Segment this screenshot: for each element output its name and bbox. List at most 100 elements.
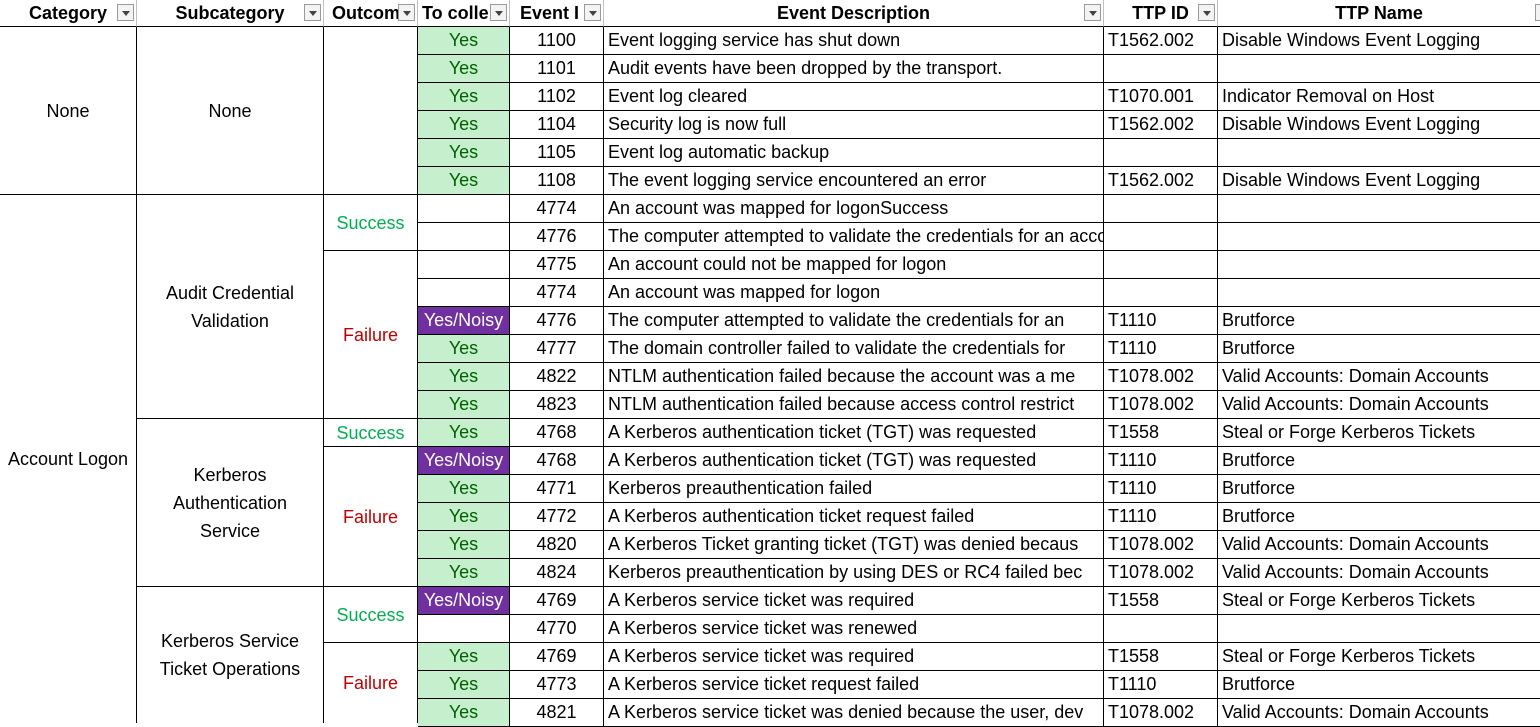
- filter-dropdown-icon[interactable]: [398, 4, 415, 21]
- header-subcategory[interactable]: Subcategory: [137, 0, 324, 27]
- ttp-id-cell[interactable]: [1104, 223, 1218, 251]
- event-id-cell[interactable]: 4777: [510, 335, 604, 363]
- to-collect-cell[interactable]: Yes: [418, 559, 510, 587]
- event-id-cell[interactable]: 4768: [510, 447, 604, 475]
- event-id-cell[interactable]: 4824: [510, 559, 604, 587]
- ttp-name-cell[interactable]: Indicator Removal on Host: [1218, 83, 1540, 111]
- event-description-cell[interactable]: A Kerberos authentication ticket (TGT) w…: [604, 447, 1104, 475]
- event-id-cell[interactable]: 1101: [510, 55, 604, 83]
- to-collect-cell[interactable]: Yes: [418, 643, 510, 671]
- event-description-cell[interactable]: A Kerberos Ticket granting ticket (TGT) …: [604, 531, 1104, 559]
- outcome-cell-success[interactable]: Success: [324, 195, 418, 251]
- to-collect-cell[interactable]: Yes: [418, 531, 510, 559]
- to-collect-cell[interactable]: [418, 615, 510, 643]
- event-description-cell[interactable]: A Kerberos service ticket was required: [604, 643, 1104, 671]
- ttp-id-cell[interactable]: T1562.002: [1104, 167, 1218, 195]
- category-cell[interactable]: None: [0, 27, 137, 195]
- ttp-name-cell[interactable]: Valid Accounts: Domain Accounts: [1218, 559, 1540, 587]
- event-id-cell[interactable]: 1108: [510, 167, 604, 195]
- ttp-id-cell[interactable]: T1110: [1104, 475, 1218, 503]
- event-description-cell[interactable]: Event log cleared: [604, 83, 1104, 111]
- event-description-cell[interactable]: The computer attempted to validate the c…: [604, 307, 1104, 335]
- ttp-id-cell[interactable]: T1078.002: [1104, 531, 1218, 559]
- to-collect-cell[interactable]: Yes: [418, 671, 510, 699]
- to-collect-cell[interactable]: Yes: [418, 167, 510, 195]
- ttp-id-cell[interactable]: T1110: [1104, 447, 1218, 475]
- header-event-description[interactable]: Event Description: [604, 0, 1104, 27]
- event-description-cell[interactable]: A Kerberos service ticket was renewed: [604, 615, 1104, 643]
- outcome-cell-success[interactable]: Success: [324, 587, 418, 643]
- ttp-name-cell[interactable]: [1218, 615, 1540, 643]
- to-collect-cell[interactable]: [418, 251, 510, 279]
- to-collect-cell[interactable]: Yes: [418, 419, 510, 447]
- event-id-cell[interactable]: 4776: [510, 307, 604, 335]
- ttp-name-cell[interactable]: [1218, 251, 1540, 279]
- category-cell[interactable]: Account Logon: [0, 195, 137, 723]
- subcategory-cell[interactable]: None: [137, 27, 324, 195]
- ttp-id-cell[interactable]: T1558: [1104, 643, 1218, 671]
- filter-dropdown-icon[interactable]: [117, 4, 134, 21]
- outcome-cell-failure[interactable]: Failure: [324, 643, 418, 723]
- event-description-cell[interactable]: NTLM authentication failed because the a…: [604, 363, 1104, 391]
- ttp-name-cell[interactable]: [1218, 55, 1540, 83]
- ttp-id-cell[interactable]: [1104, 139, 1218, 167]
- ttp-name-cell[interactable]: Brutforce: [1218, 307, 1540, 335]
- event-id-cell[interactable]: 1100: [510, 27, 604, 55]
- header-ttp-id[interactable]: TTP ID: [1104, 0, 1218, 27]
- to-collect-cell[interactable]: [418, 195, 510, 223]
- event-id-cell[interactable]: 1105: [510, 139, 604, 167]
- event-description-cell[interactable]: Audit events have been dropped by the tr…: [604, 55, 1104, 83]
- event-id-cell[interactable]: 4775: [510, 251, 604, 279]
- ttp-name-cell[interactable]: Brutforce: [1218, 335, 1540, 363]
- to-collect-cell[interactable]: Yes: [418, 83, 510, 111]
- outcome-cell-failure[interactable]: Failure: [324, 447, 418, 587]
- event-description-cell[interactable]: An account could not be mapped for logon: [604, 251, 1104, 279]
- event-id-cell[interactable]: 4769: [510, 587, 604, 615]
- event-id-cell[interactable]: 4770: [510, 615, 604, 643]
- event-id-cell[interactable]: 1104: [510, 111, 604, 139]
- to-collect-cell[interactable]: Yes: [418, 27, 510, 55]
- event-id-cell[interactable]: 4771: [510, 475, 604, 503]
- to-collect-cell[interactable]: Yes: [418, 391, 510, 419]
- to-collect-cell[interactable]: Yes/Noisy: [418, 307, 510, 335]
- event-id-cell[interactable]: 4823: [510, 391, 604, 419]
- event-id-cell[interactable]: 4822: [510, 363, 604, 391]
- filter-dropdown-icon[interactable]: [1198, 4, 1215, 21]
- outcome-cell-failure[interactable]: Failure: [324, 251, 418, 419]
- subcategory-cell[interactable]: Kerberos Authentication Service: [137, 419, 324, 587]
- filter-dropdown-icon[interactable]: [304, 4, 321, 21]
- event-description-cell[interactable]: The event logging service encountered an…: [604, 167, 1104, 195]
- event-description-cell[interactable]: Kerberos preauthentication by using DES …: [604, 559, 1104, 587]
- event-id-cell[interactable]: 4773: [510, 671, 604, 699]
- to-collect-cell[interactable]: [418, 223, 510, 251]
- ttp-id-cell[interactable]: T1078.002: [1104, 391, 1218, 419]
- event-description-cell[interactable]: NTLM authentication failed because acces…: [604, 391, 1104, 419]
- to-collect-cell[interactable]: Yes/Noisy: [418, 447, 510, 475]
- event-description-cell[interactable]: A Kerberos authentication ticket (TGT) w…: [604, 419, 1104, 447]
- event-id-cell[interactable]: 4774: [510, 195, 604, 223]
- to-collect-cell[interactable]: Yes: [418, 475, 510, 503]
- ttp-name-cell[interactable]: [1218, 139, 1540, 167]
- event-id-cell[interactable]: 4772: [510, 503, 604, 531]
- ttp-id-cell[interactable]: T1558: [1104, 419, 1218, 447]
- ttp-id-cell[interactable]: [1104, 279, 1218, 307]
- event-id-cell[interactable]: 4776: [510, 223, 604, 251]
- event-description-cell[interactable]: The domain controller failed to validate…: [604, 335, 1104, 363]
- to-collect-cell[interactable]: Yes: [418, 503, 510, 531]
- header-event-id[interactable]: Event I: [510, 0, 604, 27]
- outcome-cell[interactable]: [324, 27, 418, 195]
- event-id-cell[interactable]: 4774: [510, 279, 604, 307]
- event-description-cell[interactable]: A Kerberos service ticket request failed: [604, 671, 1104, 699]
- event-description-cell[interactable]: Kerberos preauthentication failed: [604, 475, 1104, 503]
- header-outcome[interactable]: Outcom: [324, 0, 418, 27]
- ttp-id-cell[interactable]: T1078.002: [1104, 363, 1218, 391]
- ttp-id-cell[interactable]: T1070.001: [1104, 83, 1218, 111]
- filter-dropdown-icon[interactable]: [1535, 4, 1540, 21]
- to-collect-cell[interactable]: [418, 279, 510, 307]
- outcome-cell-success[interactable]: Success: [324, 419, 418, 447]
- subcategory-cell[interactable]: Kerberos Service Ticket Operations: [137, 587, 324, 723]
- ttp-name-cell[interactable]: Disable Windows Event Logging: [1218, 27, 1540, 55]
- event-description-cell[interactable]: A Kerberos authentication ticket request…: [604, 503, 1104, 531]
- ttp-name-cell[interactable]: [1218, 279, 1540, 307]
- event-description-cell[interactable]: A Kerberos service ticket was required: [604, 587, 1104, 615]
